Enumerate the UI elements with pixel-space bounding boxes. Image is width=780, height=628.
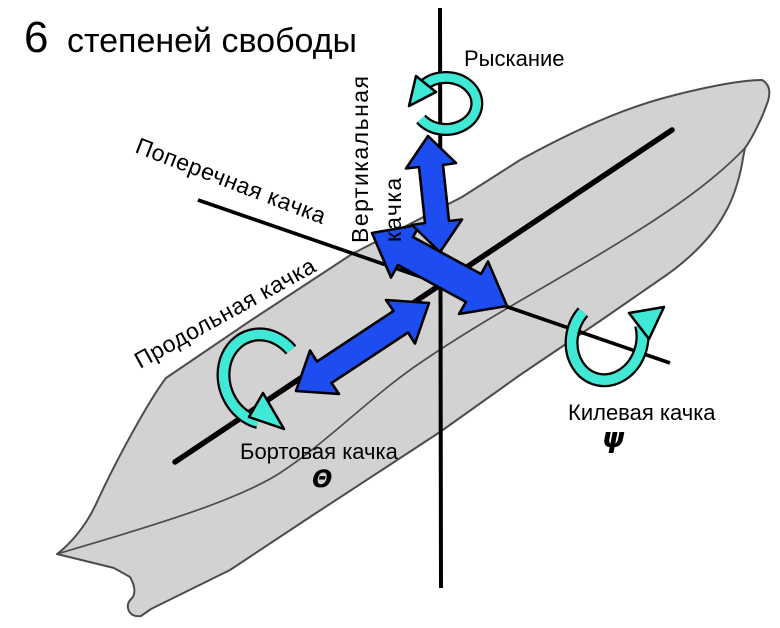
label-yaw: Рыскание bbox=[464, 46, 565, 71]
title-rest: степеней свободы bbox=[67, 22, 357, 60]
ship-hull bbox=[56, 79, 771, 618]
translation-arrows bbox=[294, 134, 509, 396]
yaw-rotation-icon bbox=[407, 70, 484, 136]
yaw-arrowhead-icon bbox=[407, 74, 438, 108]
label-heave-line1: Вертикальная bbox=[347, 74, 373, 243]
surge-arrow-icon bbox=[294, 298, 431, 396]
rotation-arrows bbox=[216, 70, 666, 431]
deck-sheer-line bbox=[56, 147, 746, 555]
title-number: 6 bbox=[24, 13, 48, 62]
sway-arrow-icon bbox=[370, 223, 509, 316]
roll-rotation-icon bbox=[216, 327, 297, 431]
label-heave-line2: качка bbox=[380, 176, 406, 242]
hull-outline bbox=[56, 79, 771, 618]
roll-arrowhead-icon bbox=[247, 391, 286, 431]
vertical-axis-line bbox=[438, 7, 443, 589]
label-pitch: Килевая качка bbox=[568, 400, 716, 425]
symbol-psi: ψ bbox=[602, 421, 625, 454]
symbol-theta: Θ bbox=[312, 465, 332, 493]
page-title: 6 степеней свободы bbox=[24, 13, 357, 62]
heave-arrow-icon bbox=[404, 134, 464, 254]
label-roll: Бортовая качка bbox=[240, 439, 399, 464]
pitch-rotation-icon bbox=[564, 305, 666, 388]
pitch-arrowhead-icon bbox=[627, 305, 666, 341]
